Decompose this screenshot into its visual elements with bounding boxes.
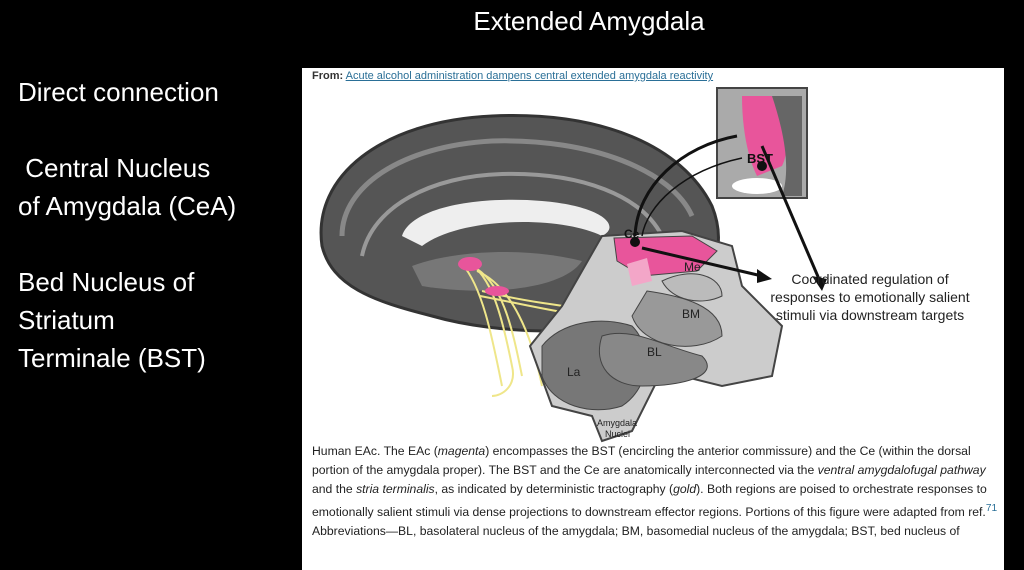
left-text-amygdala-cea: of Amygdala (CeA) xyxy=(18,191,237,221)
caption-text: ) encompasses the BST (encircling the an… xyxy=(312,444,971,477)
label-me: Me xyxy=(684,260,701,274)
source-article-link[interactable]: Acute alcohol administration dampens cen… xyxy=(345,70,714,82)
left-text-striatum: Striatum xyxy=(18,305,115,335)
figure-caption: Human EAc. The EAc (magenta) encompasses… xyxy=(312,442,1002,541)
caption-italic: ventral amygdalofugal pathway xyxy=(817,463,986,477)
caption-abbreviations: Abbreviations—BL, basolateral nucleus of… xyxy=(312,524,960,539)
figure-panel: From: Acute alcohol administration dampe… xyxy=(302,68,1004,570)
caption-text: ). Both regions are poised to orchestrat… xyxy=(312,482,987,520)
caption-italic: magenta xyxy=(437,444,486,458)
annotation-line-2: responses to emotionally salient xyxy=(770,289,969,305)
reference-link[interactable]: 71 xyxy=(985,503,998,514)
left-text-central-nucleus: Central Nucleus xyxy=(18,153,211,183)
label-bm: BM xyxy=(682,307,700,321)
annotation-line-3: stimuli via downstream targets xyxy=(776,307,964,323)
caption-text: , as indicated by deterministic tractogr… xyxy=(434,482,674,496)
label-bst: BST xyxy=(747,151,773,166)
caption-text: and the xyxy=(312,482,357,496)
figure-source: From: Acute alcohol administration dampe… xyxy=(312,70,713,82)
amygdala-nuclei-inset xyxy=(528,229,784,443)
left-text-bed-nucleus: Bed Nucleus of xyxy=(18,267,195,297)
caption-italic: gold xyxy=(673,482,697,496)
annotation-line-1: Coordinated regulation of xyxy=(791,271,948,287)
left-text-terminale-bst: Terminale (BST) xyxy=(18,343,206,373)
label-la: La xyxy=(567,365,581,379)
caption-italic: stria terminalis xyxy=(356,482,435,496)
amygdala-diagram: BST Ce Me BM BL La Amygdala Nuclei Coord… xyxy=(319,87,970,443)
label-ce: Ce xyxy=(624,227,640,241)
bst-region-small xyxy=(458,257,482,271)
ce-region-small xyxy=(485,286,509,296)
left-text-direct-connection: Direct connection xyxy=(18,77,219,107)
label-nuclei: Nuclei xyxy=(605,429,630,439)
label-amygdala: Amygdala xyxy=(597,418,637,428)
slide-title: Extended Amygdala xyxy=(473,6,705,36)
bst-inset xyxy=(716,87,808,199)
caption-text: Human EAc. The EAc ( xyxy=(312,444,438,458)
connection-arrows xyxy=(633,134,824,287)
label-bl: BL xyxy=(647,345,662,359)
from-label: From: xyxy=(312,70,344,82)
